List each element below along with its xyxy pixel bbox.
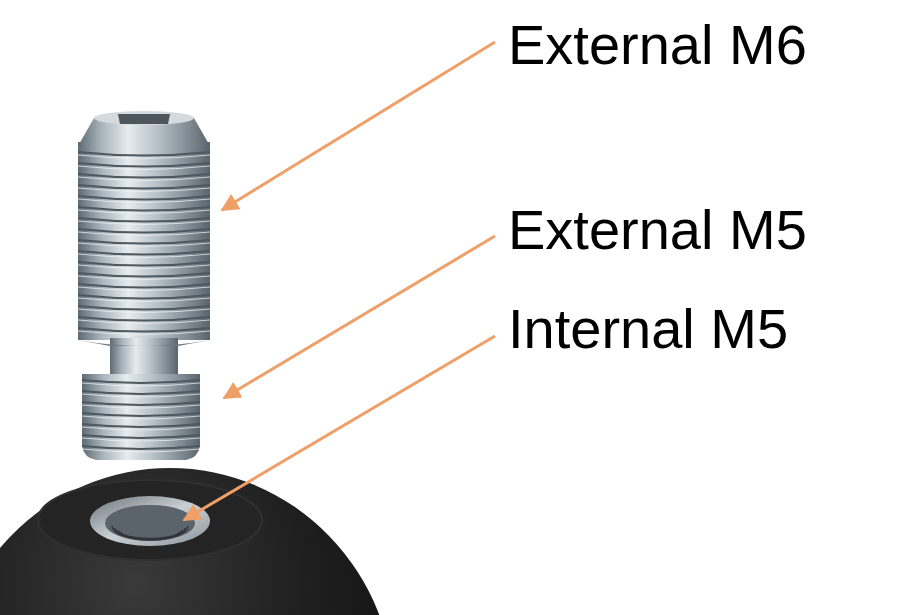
thread-crest: [78, 232, 210, 236]
leader-line: [224, 236, 495, 398]
thread-crest: [78, 155, 210, 159]
part-label: External M5: [508, 199, 807, 261]
m6-shank: [78, 142, 210, 340]
m5-shank: [82, 374, 200, 460]
thread-crest: [82, 383, 200, 386]
leader-line: [222, 42, 495, 210]
thread-groove: [78, 295, 210, 299]
part-label: Internal M5: [508, 298, 788, 360]
thread-groove: [78, 273, 210, 277]
thread-crest: [78, 309, 210, 313]
knob-dome: [0, 468, 395, 615]
thread-groove: [78, 174, 210, 178]
thread-crest: [78, 265, 210, 269]
thread-crest: [78, 177, 210, 181]
thread-crest: [82, 427, 200, 430]
thread-groove: [78, 196, 210, 200]
thread-crest: [82, 449, 200, 452]
thread-groove: [78, 207, 210, 211]
thread-crest: [78, 243, 210, 247]
thread-crest: [78, 188, 210, 192]
thread-groove: [82, 446, 200, 449]
thread-groove: [78, 328, 210, 332]
thread-crest: [78, 320, 210, 324]
bore-thread: [112, 526, 188, 540]
thread-groove: [82, 413, 200, 416]
thread-groove: [78, 284, 210, 288]
insert-ring: [90, 496, 210, 546]
slot: [118, 114, 170, 124]
top-face: [94, 111, 194, 125]
insert-bore: [105, 505, 195, 541]
thread-groove: [82, 424, 200, 427]
thread-crest: [82, 438, 200, 441]
thread-groove: [78, 185, 210, 189]
thread-crest: [78, 331, 210, 335]
thread-groove: [78, 163, 210, 167]
part-label: External M6: [508, 14, 807, 76]
bore-thread: [121, 532, 179, 539]
thread-crest: [78, 287, 210, 291]
bore-thread: [115, 528, 185, 539]
thread-crest: [82, 405, 200, 408]
leader-line: [184, 336, 495, 520]
thread-groove: [82, 402, 200, 405]
thread-groove: [78, 240, 210, 244]
thread-groove: [78, 317, 210, 321]
thread-crest: [78, 166, 210, 170]
thread-groove: [78, 218, 210, 222]
bore-thread: [118, 530, 182, 539]
thread-crest: [78, 276, 210, 280]
thread-crest: [78, 298, 210, 302]
thread-crest: [78, 254, 210, 258]
thread-groove: [78, 262, 210, 266]
thread-crest: [78, 221, 210, 225]
thread-groove: [78, 306, 210, 310]
thread-groove: [82, 435, 200, 438]
m6-thread: [78, 152, 210, 335]
thread-crest: [82, 394, 200, 397]
shoulder: [78, 340, 210, 346]
thread-crest: [78, 210, 210, 214]
m5-thread: [82, 380, 200, 452]
thread-crest: [82, 416, 200, 419]
thread-groove: [78, 152, 210, 156]
thread-groove: [82, 380, 200, 383]
thread-groove: [78, 251, 210, 255]
internal-thread: [112, 526, 188, 540]
thread-groove: [78, 229, 210, 233]
thread-crest: [78, 199, 210, 203]
thread-groove: [82, 391, 200, 394]
neck: [110, 338, 178, 374]
